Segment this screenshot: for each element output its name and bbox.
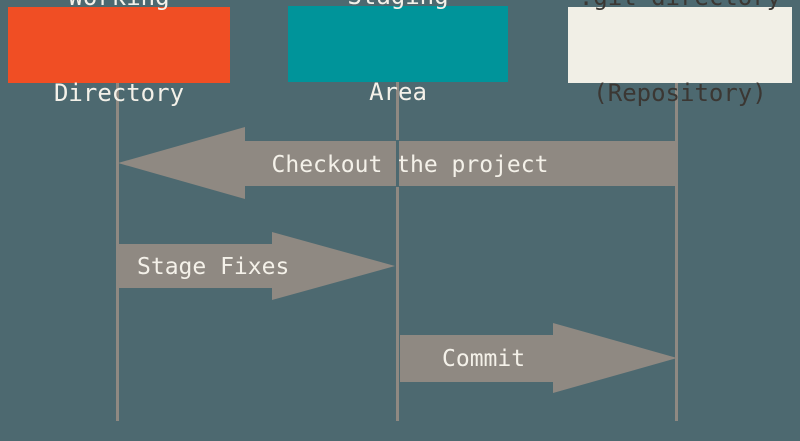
box-label-line2: Area [369,78,427,106]
box-working-directory-label: Working Directory [54,0,184,173]
box-git-directory-label: .git directory (Repository) [579,0,781,173]
box-label-line2: (Repository) [593,79,767,107]
checkout-arrow-seam [396,140,399,187]
arrow-stage-fixes-label: Stage Fixes [137,254,289,280]
box-label-line1: .git directory [579,0,781,13]
box-staging-area-label: Staging Area [347,0,448,172]
arrow-commit-label: Commit [442,346,525,372]
lifeline-staging-area [396,82,399,421]
box-git-directory: .git directory (Repository) [568,0,792,107]
box-working-directory: Working Directory [8,0,230,107]
arrow-stage-fixes-shape [118,232,395,300]
box-label-line2: Directory [53,79,185,107]
box-staging-area: Staging Area [288,0,508,106]
box-label-line1: Staging [347,0,448,12]
lifeline-git-directory [675,82,678,421]
arrow-commit: Commit [400,323,677,393]
box-label-line1: Working [54,0,184,13]
arrow-commit-shape [400,323,677,393]
arrow-checkout-label: Checkout the project [272,152,549,178]
lifeline-working-directory [116,82,119,421]
arrow-stage-fixes: Stage Fixes [118,232,395,300]
